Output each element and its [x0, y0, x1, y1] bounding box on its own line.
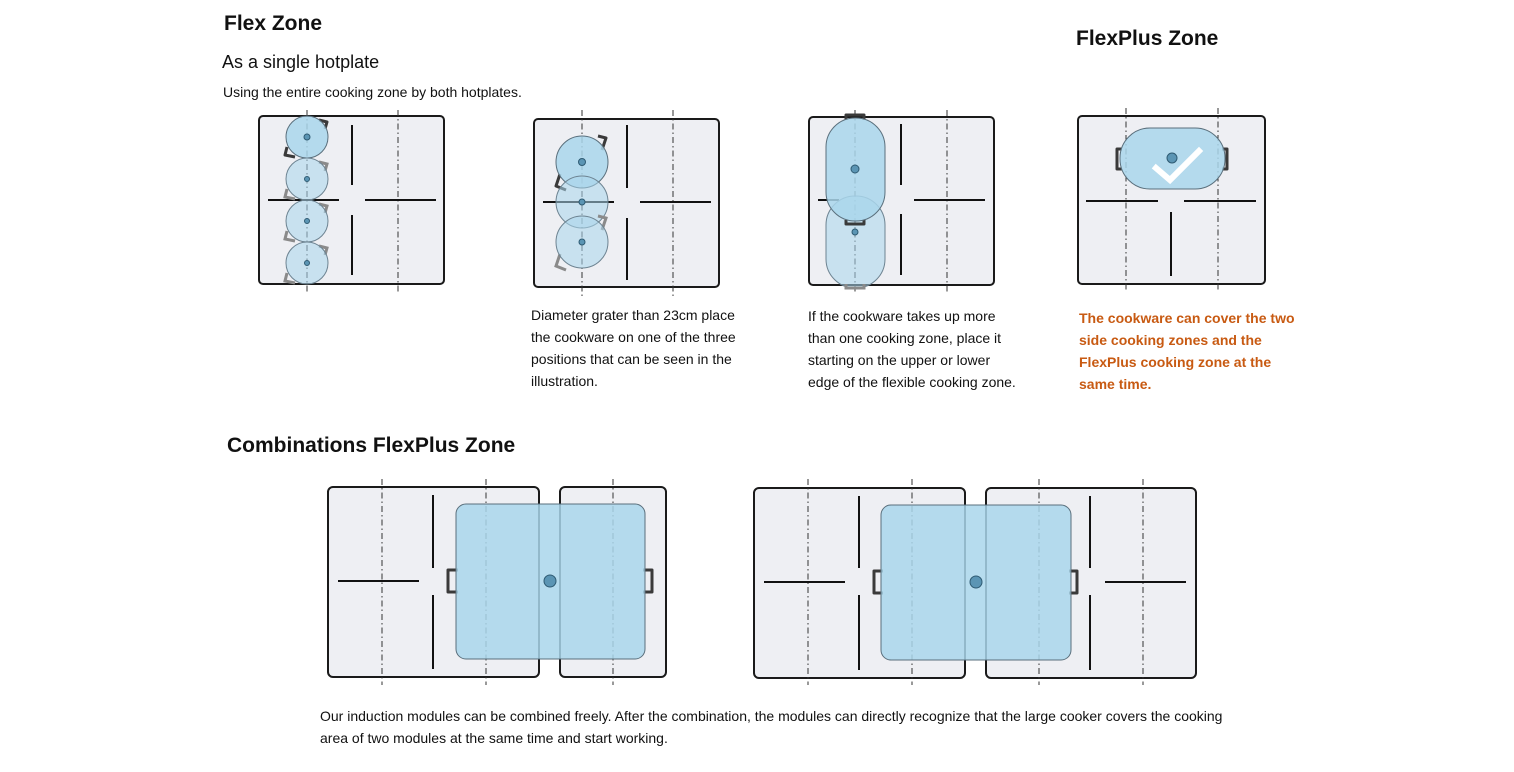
- pot-2: [283, 157, 329, 201]
- oval-cookware-upper: [825, 113, 886, 226]
- flex-zone-title: Flex Zone: [224, 12, 323, 35]
- pot-4: [283, 241, 329, 285]
- diagram-combination-b: [753, 479, 1197, 685]
- oval-cookware-lower: [825, 195, 886, 290]
- combinations-description: Our induction modules can be combined fr…: [320, 708, 1223, 746]
- diagram-oval-cookware: [808, 110, 995, 294]
- flex-zone-intro: Using the entire cooking zone by both ho…: [223, 84, 522, 100]
- flexplus-zone-title: FlexPlus Zone: [1076, 27, 1219, 50]
- caption-diameter: Diameter grater than 23cm place the cook…: [531, 307, 736, 389]
- combinations-title: Combinations FlexPlus Zone: [227, 434, 516, 457]
- caption-cookware: If the cookware takes up more than one c…: [808, 308, 1016, 390]
- diagram-flexplus-zone: [1077, 108, 1266, 292]
- check-icon: [1151, 146, 1204, 185]
- diagram-combination-a: [327, 479, 667, 685]
- caption-flexplus: The cookware can cover the two side cook…: [1079, 310, 1295, 392]
- pot-position-3: [554, 214, 609, 272]
- flex-zone-subtitle: As a single hotplate: [222, 52, 380, 72]
- pot-1: [283, 115, 329, 159]
- pot-3: [283, 199, 329, 243]
- diagram-three-positions: [533, 110, 720, 296]
- diagram-single-hotplate: [258, 110, 445, 294]
